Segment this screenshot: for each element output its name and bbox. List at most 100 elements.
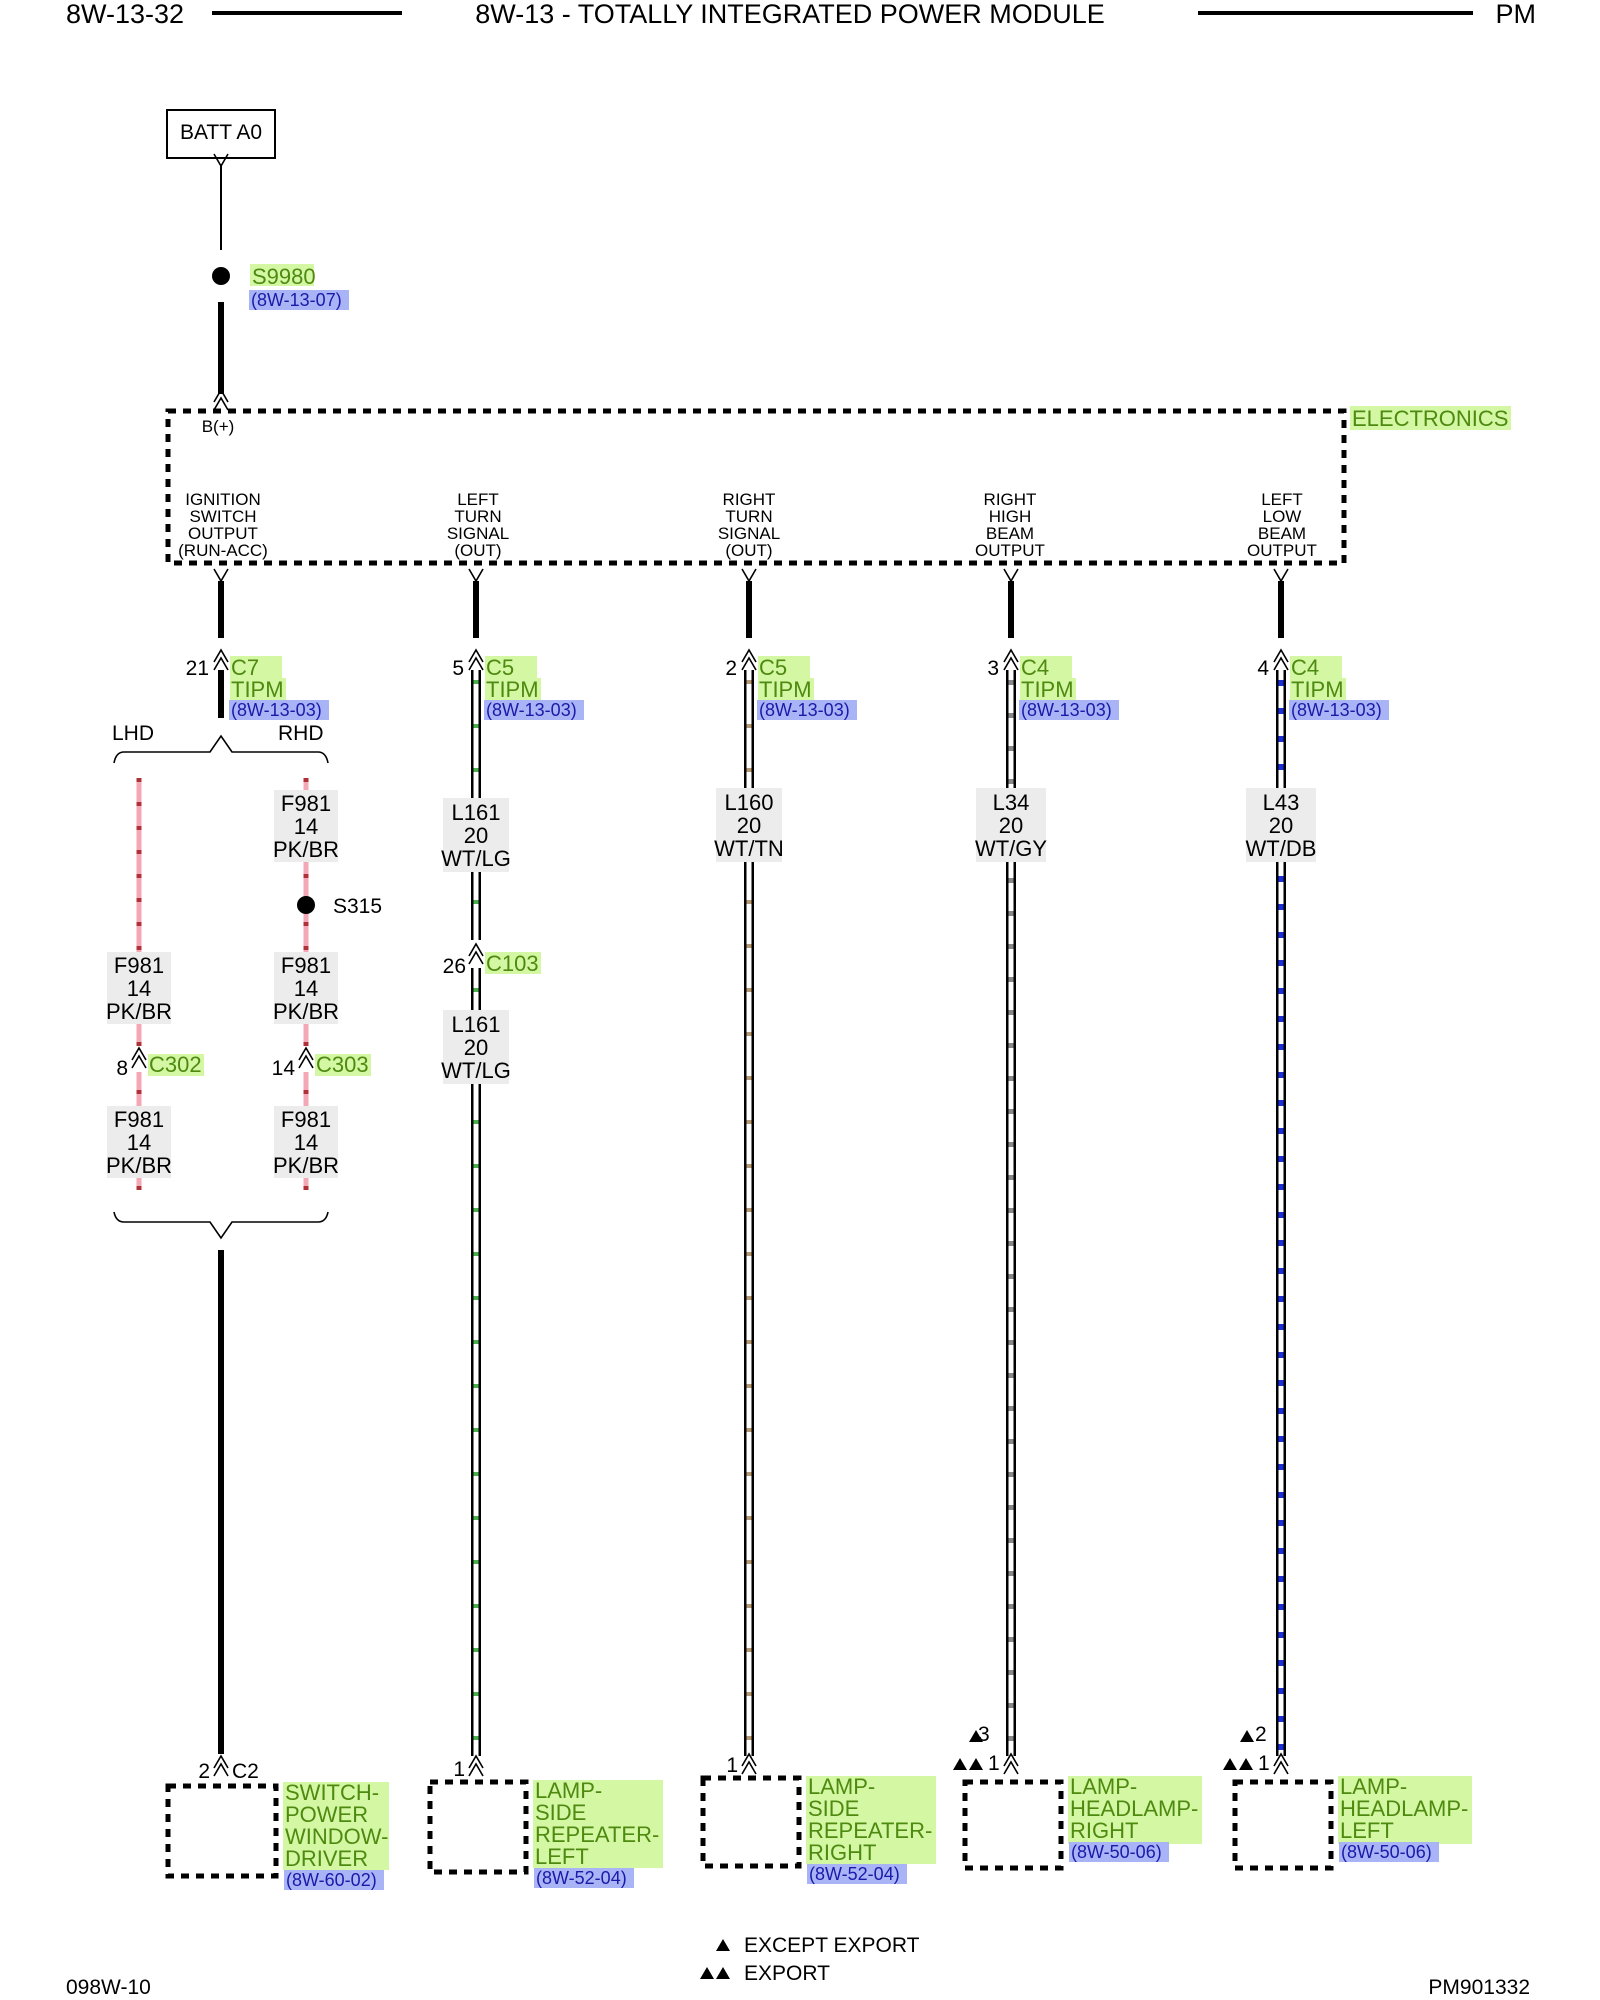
legend-double-triangle-icon-a (700, 1967, 714, 1979)
svg-text:2: 2 (725, 657, 737, 680)
component-switch-power-window-driver: 2 C2 SWITCH- POWER WINDOW- DRIVER (8W-60… (165, 1755, 389, 1890)
svg-text:SIGNAL: SIGNAL (718, 524, 780, 543)
svg-text:RIGHT: RIGHT (984, 490, 1037, 509)
svg-text:14: 14 (272, 1057, 296, 1080)
svg-text:OUTPUT: OUTPUT (1247, 541, 1317, 560)
svg-text:BEAM: BEAM (1258, 524, 1306, 543)
output-ignition-switch: IGNITION SWITCH OUTPUT (RUN-ACC) (178, 490, 268, 560)
svg-text:BEAM: BEAM (986, 524, 1034, 543)
svg-text:3: 3 (978, 1723, 990, 1746)
svg-text:RIGHT: RIGHT (723, 490, 776, 509)
batt-pin: B(+) (202, 417, 235, 436)
header-section: PM (1496, 0, 1537, 29)
legend-double-triangle-icon-b (716, 1967, 730, 1979)
svg-text:TURN: TURN (725, 507, 772, 526)
svg-text:LOW: LOW (1263, 507, 1302, 526)
export-marker-a (1223, 1758, 1237, 1770)
svg-text:LEFT: LEFT (457, 490, 499, 509)
except-export-marker (1240, 1730, 1254, 1742)
svg-text:4: 4 (1257, 657, 1269, 680)
export-marker-a (953, 1758, 967, 1770)
tipm-connector-c5-right: 2 C5 TIPM (8W-13-03) (725, 649, 857, 720)
branch-bottom-brace (113, 1211, 329, 1240)
svg-text:LEFT: LEFT (535, 1844, 589, 1869)
connector-c103: 26 C103 (443, 940, 541, 978)
header-page-number: 8W-13-32 (66, 0, 184, 29)
splice-s9980-ref: (8W-13-07) (251, 290, 342, 310)
svg-text:OUTPUT: OUTPUT (188, 524, 258, 543)
svg-text:F981: F981 (281, 953, 331, 978)
tipm-connector-c4-low-beam: 4 C4 TIPM (8W-13-03) (1257, 649, 1389, 720)
svg-text:20: 20 (999, 813, 1023, 838)
svg-text:PK/BR: PK/BR (106, 999, 172, 1024)
output-left-low-beam: LEFT LOW BEAM OUTPUT (1247, 490, 1317, 560)
svg-text:C103: C103 (486, 951, 539, 976)
svg-text:SIDE: SIDE (535, 1800, 586, 1825)
svg-text:PK/BR: PK/BR (273, 999, 339, 1024)
svg-text:20: 20 (737, 813, 761, 838)
svg-text:F981: F981 (114, 1107, 164, 1132)
svg-text:SWITCH-: SWITCH- (285, 1780, 379, 1805)
svg-text:LAMP-: LAMP- (1070, 1774, 1137, 1799)
header-title: 8W-13 - TOTALLY INTEGRATED POWER MODULE (475, 0, 1105, 29)
batt-label: BATT A0 (180, 121, 262, 144)
footer-right-code: PM901332 (1428, 1976, 1530, 1999)
svg-text:PK/BR: PK/BR (273, 837, 339, 862)
svg-text:14: 14 (127, 976, 151, 1001)
svg-text:SIDE: SIDE (808, 1796, 859, 1821)
export-marker-b (969, 1758, 983, 1770)
svg-text:F981: F981 (281, 791, 331, 816)
legend-export: EXPORT (744, 1962, 830, 1985)
svg-text:C2: C2 (232, 1760, 259, 1783)
svg-text:14: 14 (294, 976, 318, 1001)
svg-text:IGNITION: IGNITION (185, 490, 261, 509)
branch-lhd-label: LHD (112, 722, 154, 745)
output-left-turn-signal: LEFT TURN SIGNAL (OUT) (447, 490, 509, 560)
wire-l161-label-1: L161 20 WT/LG (441, 798, 511, 872)
legend: EXCEPT EXPORT EXPORT (700, 1934, 920, 1985)
svg-text:WINDOW-: WINDOW- (285, 1824, 388, 1849)
svg-text:C302: C302 (149, 1052, 202, 1077)
svg-text:HEADLAMP-: HEADLAMP- (1070, 1796, 1198, 1821)
svg-text:L161: L161 (452, 800, 501, 825)
wire-l34-label: L34 20 WT/GY (975, 788, 1047, 862)
svg-text:1: 1 (988, 1752, 1000, 1775)
splice-s315-dot (297, 896, 315, 914)
svg-text:REPEATER-: REPEATER- (808, 1818, 932, 1843)
rhd-wire-label-3: F981 14 PK/BR (273, 1106, 339, 1178)
svg-text:(8W-13-03): (8W-13-03) (231, 700, 322, 720)
connector-c303: 14 C303 (272, 1046, 371, 1080)
svg-text:(8W-13-03): (8W-13-03) (1291, 700, 1382, 720)
svg-text:DRIVER: DRIVER (285, 1846, 368, 1871)
svg-text:(OUT): (OUT) (725, 541, 772, 560)
svg-text:LEFT: LEFT (1261, 490, 1303, 509)
wire-l161-label-2: L161 20 WT/LG (441, 1010, 511, 1084)
output-right-high-beam: RIGHT HIGH BEAM OUTPUT (975, 490, 1045, 560)
svg-text:1: 1 (453, 1758, 465, 1781)
svg-text:TIPM: TIPM (759, 677, 812, 702)
svg-text:2: 2 (1255, 1723, 1267, 1746)
svg-text:(8W-13-03): (8W-13-03) (1021, 700, 1112, 720)
splice-s9980-dot (212, 267, 230, 285)
svg-text:F981: F981 (281, 1107, 331, 1132)
svg-text:(8W-52-04): (8W-52-04) (536, 1868, 627, 1888)
except-export-marker (969, 1730, 983, 1742)
branch-top-brace (113, 734, 329, 764)
batt-a0-box: BATT A0 (166, 109, 276, 159)
svg-text:LEFT: LEFT (1340, 1818, 1394, 1843)
svg-text:C303: C303 (316, 1052, 369, 1077)
svg-text:(8W-50-06): (8W-50-06) (1341, 1842, 1432, 1862)
svg-text:(8W-52-04): (8W-52-04) (809, 1864, 900, 1884)
export-marker-b (1239, 1758, 1253, 1770)
component-lamp-headlamp-left: 2 1 LAMP- HEADLAMP- LEFT (8W-50-06) (1223, 1723, 1472, 1871)
svg-text:(RUN-ACC): (RUN-ACC) (178, 541, 268, 560)
tipm-connector-c5-left: 5 C5 TIPM (8W-13-03) (452, 649, 584, 720)
svg-text:LAMP-: LAMP- (1340, 1774, 1407, 1799)
svg-text:C5: C5 (759, 655, 787, 680)
svg-text:WT/GY: WT/GY (975, 836, 1047, 861)
svg-text:RIGHT: RIGHT (808, 1840, 876, 1865)
svg-text:HIGH: HIGH (989, 507, 1032, 526)
svg-text:LAMP-: LAMP- (808, 1774, 875, 1799)
svg-text:SWITCH: SWITCH (189, 507, 256, 526)
